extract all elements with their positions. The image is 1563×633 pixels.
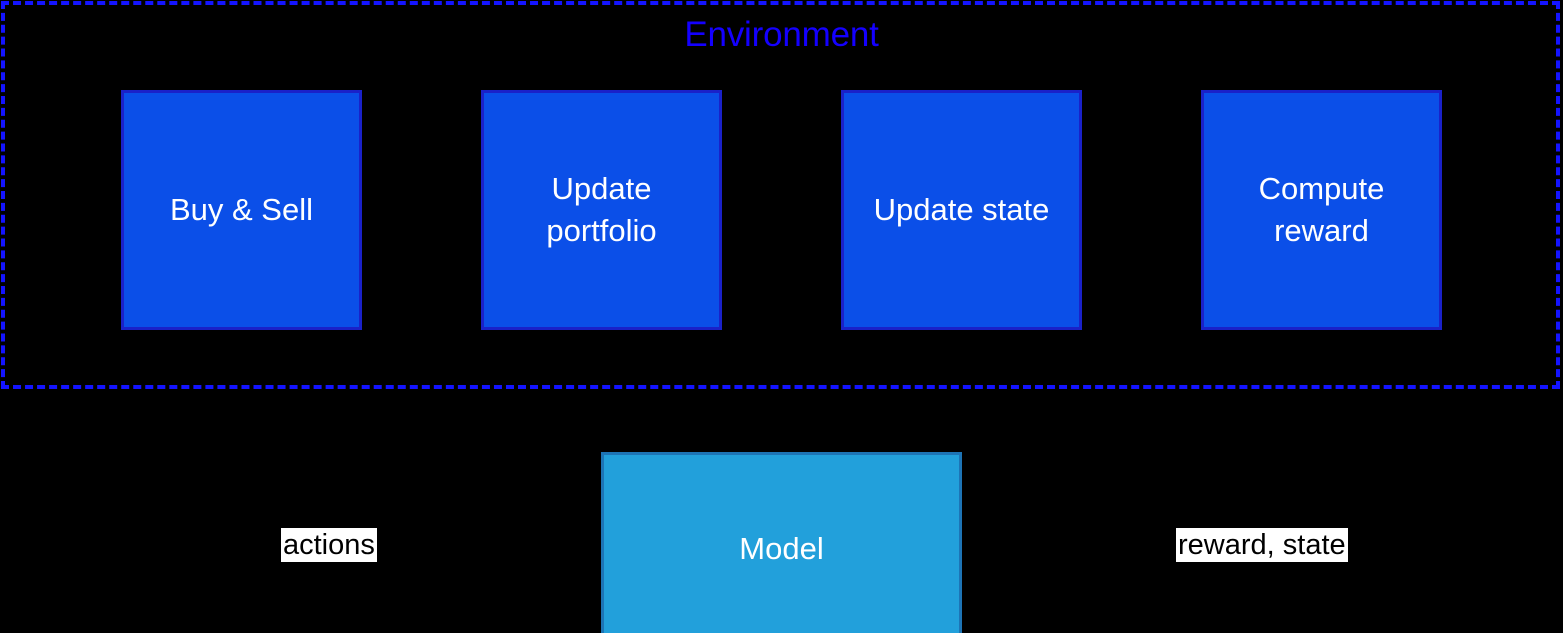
model-box[interactable]: Model <box>601 452 962 633</box>
process-box-compute-reward[interactable]: Compute reward <box>1201 90 1442 330</box>
edge-label-reward-state: reward, state <box>1176 528 1348 562</box>
process-box-label: Buy & Sell <box>169 192 313 227</box>
process-box-update-state[interactable]: Update state <box>841 90 1082 330</box>
process-box-update-portfolio[interactable]: Update portfolio <box>481 90 722 330</box>
environment-title: Environment <box>684 15 879 54</box>
process-box-label: Update state <box>873 192 1050 227</box>
edge-label-actions: actions <box>281 528 377 562</box>
model-box-label: Model <box>739 531 824 566</box>
process-box-label: Update portfolio <box>546 171 657 248</box>
environment-boundary <box>1 1 1560 389</box>
process-box-label: Compute reward <box>1258 171 1385 248</box>
process-box-buy-and-sell[interactable]: Buy & Sell <box>121 90 362 330</box>
